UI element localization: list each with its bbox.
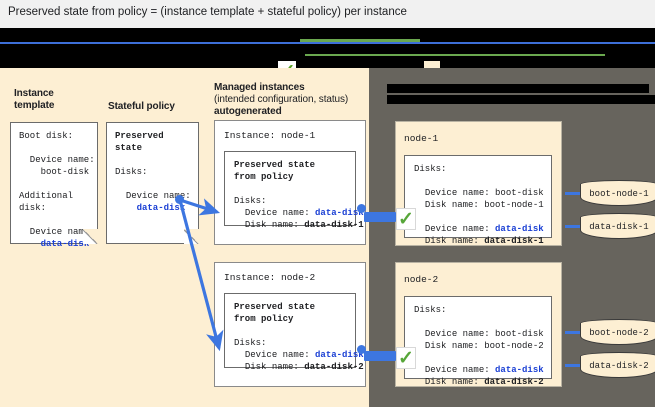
legend-strip: ✓: [0, 28, 655, 68]
vm-node-2-boot-disk-link: [565, 331, 584, 334]
vm-node-1-disks-label: Disks:: [414, 164, 447, 174]
connector-origin-dot-node-2: [357, 345, 366, 354]
node-1-device-name-label: Device name:: [244, 208, 310, 218]
managed-instance-node-2-preserved-state-body: Preserved state from policy Disks: Devic…: [225, 294, 364, 380]
cylinder-body-icon: [580, 184, 655, 206]
legend-green-line-1: [300, 39, 420, 42]
cylinder-body-icon: [580, 217, 655, 239]
disk-cylinder-data-disk-2-label: data-disk-2: [589, 361, 649, 371]
managed-instance-node-1-label: Instance: node-1: [224, 130, 316, 141]
instances-panel-heading-redaction-2: [387, 95, 655, 104]
vm-node-1-data-disk-label: Disk name:: [424, 236, 479, 246]
vm-node-2-data-disk-link: [565, 364, 584, 367]
vm-node-2-data-device-value: data-disk: [495, 365, 544, 375]
page-fold-icon: [83, 229, 98, 244]
connector-origin-dot-policy: [175, 195, 184, 204]
disk-cylinder-boot-node-2: boot-node-2: [580, 319, 655, 347]
node-1-disks-label: Disks:: [234, 196, 267, 206]
check-icon: ✓: [398, 348, 414, 369]
connector-origin-dot-node-1: [357, 204, 366, 213]
node-1-disk-name-label: Disk name:: [244, 220, 299, 230]
legend-redaction-1: [296, 64, 416, 68]
legend-color-swatch: [424, 61, 440, 68]
vm-node-1-data-disk-link: [565, 225, 584, 228]
stateful-policy-title-line2: state: [115, 143, 143, 153]
stateful-policy-device-name-value: data-disk: [136, 203, 186, 213]
stateful-policy-heading-line1: Stateful policy: [108, 101, 175, 112]
node-2-preserved-title-line2: from policy: [234, 314, 294, 324]
instance-template-card: Boot disk: Device name: boot-disk Additi…: [10, 122, 98, 249]
node-2-preserved-title-line1: Preserved state: [234, 302, 316, 312]
vm-node-1-boot-disk-link: [565, 192, 584, 195]
vm-node-1-disks-box: Disks: Device name: boot-disk Disk name:…: [404, 155, 552, 246]
vm-node-1-check-box: [396, 208, 416, 230]
legend-blue-rule: [0, 42, 655, 44]
connector-node-1-to-vm: [364, 212, 396, 222]
managed-instance-node-2-label: Instance: node-2: [224, 272, 316, 283]
cylinder-body-icon: [580, 323, 655, 345]
vm-node-1-disks-body: Disks: Device name: boot-disk Disk name:…: [405, 156, 551, 254]
managed-instances-heading-line1: Managed instances: [214, 82, 305, 93]
vm-node-1-boot-disk-label: Disk name: boot-node-1: [424, 200, 544, 210]
managed-instances-heading-line2: (intended configuration, status): [214, 94, 349, 105]
instance-template-data-disk-value: data-disk: [40, 239, 90, 249]
title-bar: Preserved state from policy = (instance …: [0, 0, 655, 28]
node-1-device-name-value: data-disk: [315, 208, 364, 218]
disk-cylinder-boot-node-2-label: boot-node-2: [589, 328, 649, 338]
managed-instances-heading: Managed instances (intended configuratio…: [214, 82, 348, 118]
vm-node-1-data-device-label: Device name:: [424, 224, 490, 234]
disk-cylinder-data-disk-2: data-disk-2: [580, 352, 655, 380]
stateful-policy-card-body: Preserved state Disks: Device name: data…: [107, 123, 198, 221]
vm-node-1-data-disk-value: data-disk-1: [484, 236, 544, 246]
vm-node-2-label: node-2: [404, 274, 439, 285]
managed-instance-node-2-preserved-state-box: Preserved state from policy Disks: Devic…: [224, 293, 364, 372]
vm-node-2-data-device-label: Device name:: [424, 365, 490, 375]
disk-cylinder-boot-node-1-label: boot-node-1: [589, 189, 649, 199]
stateful-policy-disks-label: Disks:: [115, 167, 148, 177]
disk-cylinder-boot-node-1: boot-node-1: [580, 180, 655, 208]
node-1-disk-name-value: data-disk-1: [304, 220, 364, 230]
instance-template-heading-line2: template: [14, 100, 55, 111]
stateful-policy-card: Preserved state Disks: Device name: data…: [106, 122, 199, 244]
disk-cylinder-data-disk-1: data-disk-1: [580, 213, 655, 241]
vm-node-2-data-disk-value: data-disk-2: [484, 377, 544, 387]
vm-node-2-disks-box: Disks: Device name: boot-disk Disk name:…: [404, 296, 552, 387]
node-2-disks-label: Disks:: [234, 338, 267, 348]
disk-cylinder-data-disk-1-label: data-disk-1: [589, 222, 649, 232]
check-icon: ✓: [281, 62, 295, 68]
vm-node-1-boot-device-label: Device name: boot-disk: [424, 188, 544, 198]
check-icon: ✓: [398, 209, 414, 230]
instance-template-heading: Instance template: [14, 88, 54, 112]
vm-node-2-disks-label: Disks:: [414, 305, 447, 315]
page-title: Preserved state from policy = (instance …: [8, 6, 407, 18]
node-2-disk-name-label: Disk name:: [244, 362, 299, 372]
node-2-device-name-value: data-disk: [315, 350, 364, 360]
managed-instance-node-1-preserved-state-body: Preserved state from policy Disks: Devic…: [225, 152, 364, 238]
instances-panel-heading-redaction-1: [387, 84, 649, 93]
vm-node-2-disks-body: Disks: Device name: boot-disk Disk name:…: [405, 297, 551, 395]
vm-node-2-boot-device-label: Device name: boot-disk: [424, 329, 544, 339]
node-2-device-name-label: Device name:: [244, 350, 310, 360]
stateful-policy-title-line1: Preserved: [115, 131, 164, 141]
vm-node-2-check-box: [396, 347, 416, 369]
node-1-preserved-title-line2: from policy: [234, 172, 294, 182]
instance-template-heading-line1: Instance: [14, 88, 54, 99]
node-1-preserved-title-line1: Preserved state: [234, 160, 316, 170]
legend-green-line-2: [305, 54, 605, 56]
node-2-disk-name-value: data-disk-2: [304, 362, 364, 372]
managed-instances-heading-line3: autogenerated: [214, 106, 282, 117]
managed-instance-node-1-preserved-state-box: Preserved state from policy Disks: Devic…: [224, 151, 364, 230]
page-fold-icon: [184, 229, 199, 244]
vm-node-2-data-disk-label: Disk name:: [424, 377, 479, 387]
vm-node-2-boot-disk-label: Disk name: boot-node-2: [424, 341, 544, 351]
instance-template-card-body: Boot disk: Device name: boot-disk Additi…: [19, 131, 95, 249]
vm-node-1-label: node-1: [404, 133, 439, 144]
cylinder-body-icon: [580, 356, 655, 378]
vm-node-1-data-device-value: data-disk: [495, 224, 544, 234]
legend-redaction-2: [440, 61, 600, 68]
legend-check-box: [278, 61, 296, 68]
connector-node-2-to-vm: [364, 351, 396, 361]
stateful-policy-heading: Stateful policy: [108, 101, 175, 113]
